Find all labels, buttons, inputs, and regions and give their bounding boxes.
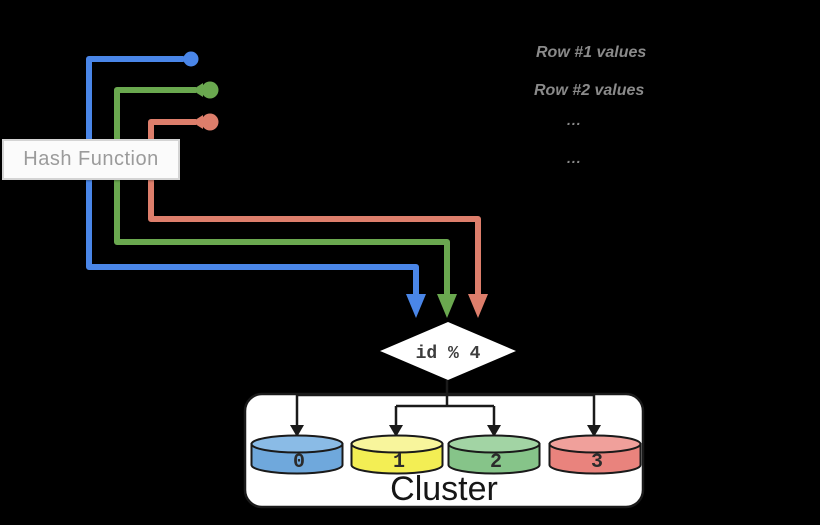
rows-ellipsis-1: ... [567,112,582,128]
arrowhead-node3-icon [587,425,601,437]
row2-connector [114,81,457,318]
hash-selector-label: id % 4 [416,344,481,364]
row3-dot-icon [201,113,219,131]
row3-down-arrowhead-icon [468,294,488,318]
cluster-label: Cluster [390,470,498,508]
cylinder-3: 3 [548,434,642,475]
cylinder-2-top [447,434,541,454]
cylinder-1-top [350,434,444,454]
hash-function-label: Hash Function [23,148,159,170]
cluster-box: 0 1 2 3 Cluster [243,380,645,509]
row3-connector-line [148,119,481,296]
cylinder-1-label: 1 [393,451,405,474]
cluster-routing-lines [295,380,596,427]
row1-dot-icon [183,51,199,67]
cylinder-0: 0 [250,434,344,475]
arrowhead-node1-icon [389,425,403,437]
arrowhead-node2-icon [487,425,501,437]
rows-ellipsis-2: ... [567,150,582,166]
row2-connector-line [114,87,450,296]
cylinder-3-label: 3 [591,451,603,474]
row2-left-arrowhead-icon [192,83,203,97]
row2-values-label: Row #2 values [534,82,645,99]
diamond-shape [380,322,516,380]
row3-left-arrowhead-icon [192,115,203,129]
row2-down-arrowhead-icon [437,294,457,318]
cylinder-1: 1 [350,434,444,475]
hash-function-box: Hash Function [2,139,180,180]
cylinder-2-label: 2 [490,451,502,474]
row3-connector [148,113,488,318]
cluster-arrowheads [290,425,601,437]
cylinder-3-top [548,434,642,454]
row1-down-arrowhead-icon [406,294,426,318]
hash-selector-diamond: id % 4 [380,322,516,380]
cylinder-0-top [250,434,344,454]
row2-dot-icon [201,81,219,99]
row1-connector [86,51,426,318]
row1-values-label: Row #1 values [536,44,647,61]
cylinder-2: 2 [447,434,541,475]
cylinder-0-label: 0 [293,451,305,474]
arrowhead-node0-icon [290,425,304,437]
row1-connector-line [86,56,419,296]
